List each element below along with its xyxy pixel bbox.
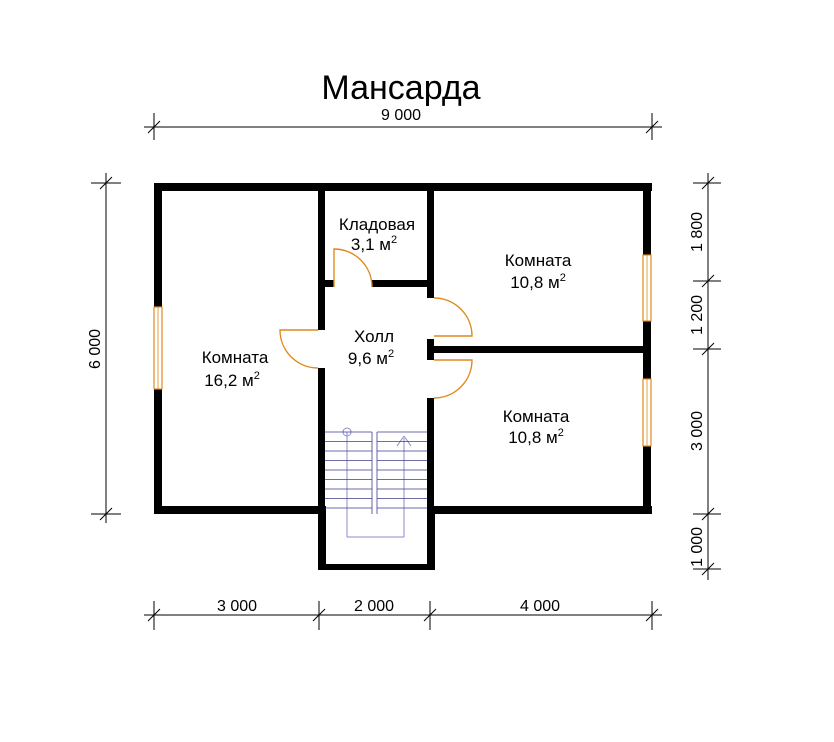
- door-right-top: [433, 297, 473, 337]
- window-right-top: [642, 254, 652, 322]
- room-top-right: Комната 10,8 м2: [505, 251, 572, 292]
- wall-right-a: [643, 183, 651, 255]
- room-storage-area: 3,1 м2: [351, 234, 397, 254]
- dimension-right-label-3: 3 000: [689, 411, 706, 451]
- wall-bottom-right: [428, 506, 652, 514]
- stair-wall-bottom: [318, 564, 435, 570]
- door-left-room: [279, 329, 319, 369]
- wall-right-c: [643, 446, 651, 514]
- dimension-bottom-label-2: 2 000: [354, 598, 394, 615]
- wall-hall-left-b: [318, 368, 325, 514]
- window-right-bottom: [642, 378, 652, 447]
- wall-bottom-left: [154, 506, 326, 514]
- wall-hall-right-c: [427, 398, 434, 514]
- room-storage-name: Кладовая: [339, 215, 415, 234]
- wall-storage-b: [372, 280, 434, 287]
- room-bottom-right-area: 10,8 м2: [508, 427, 564, 447]
- room-top-right-area: 10,8 м2: [510, 272, 566, 292]
- dimension-bottom-label-1: 3 000: [217, 598, 257, 615]
- room-bottom-right-name: Комната: [503, 407, 570, 426]
- dimension-right-label-4: 1 000: [689, 527, 706, 567]
- staircase: [325, 427, 427, 538]
- dimension-left: 6 000: [87, 173, 121, 523]
- room-bottom-right: Комната 10,8 м2: [503, 407, 570, 447]
- wall-hall-left-a: [318, 183, 325, 330]
- room-left-area: 16,2 м2: [204, 370, 260, 390]
- dimension-right-label-2: 1 200: [689, 295, 706, 335]
- room-left-name: Комната: [202, 348, 269, 367]
- wall-left-upper: [154, 183, 162, 307]
- room-hall-name: Холл: [354, 327, 394, 346]
- dimension-right-label-1: 1 800: [689, 212, 706, 252]
- stair-wall-right: [427, 506, 435, 570]
- walls: [154, 183, 652, 570]
- dimension-right: 1 800 1 200 3 000 1 000: [689, 173, 721, 580]
- wall-right-divider: [427, 346, 651, 353]
- door-storage: [333, 248, 373, 288]
- wall-storage-a: [318, 280, 334, 287]
- dimension-bottom-label-3: 4 000: [520, 598, 560, 615]
- window-left: [153, 306, 163, 390]
- dimension-top: 9 000: [144, 107, 662, 140]
- room-hall-area: 9,6 м2: [348, 348, 394, 368]
- wall-left-lower: [154, 389, 162, 514]
- dimension-bottom: 3 000 2 000 4 000: [144, 598, 662, 630]
- wall-top: [154, 183, 652, 191]
- dimension-top-label: 9 000: [381, 107, 421, 124]
- dimension-left-label: 6 000: [87, 329, 104, 369]
- wall-hall-right-a: [427, 183, 434, 298]
- door-right-bottom: [433, 359, 473, 399]
- plan-title: Мансарда: [321, 69, 480, 107]
- room-left: Комната 16,2 м2: [202, 348, 269, 390]
- room-storage: Кладовая 3,1 м2: [339, 215, 415, 254]
- room-hall: Холл 9,6 м2: [348, 327, 394, 368]
- room-top-right-name: Комната: [505, 251, 572, 270]
- stair-wall-left: [318, 506, 326, 570]
